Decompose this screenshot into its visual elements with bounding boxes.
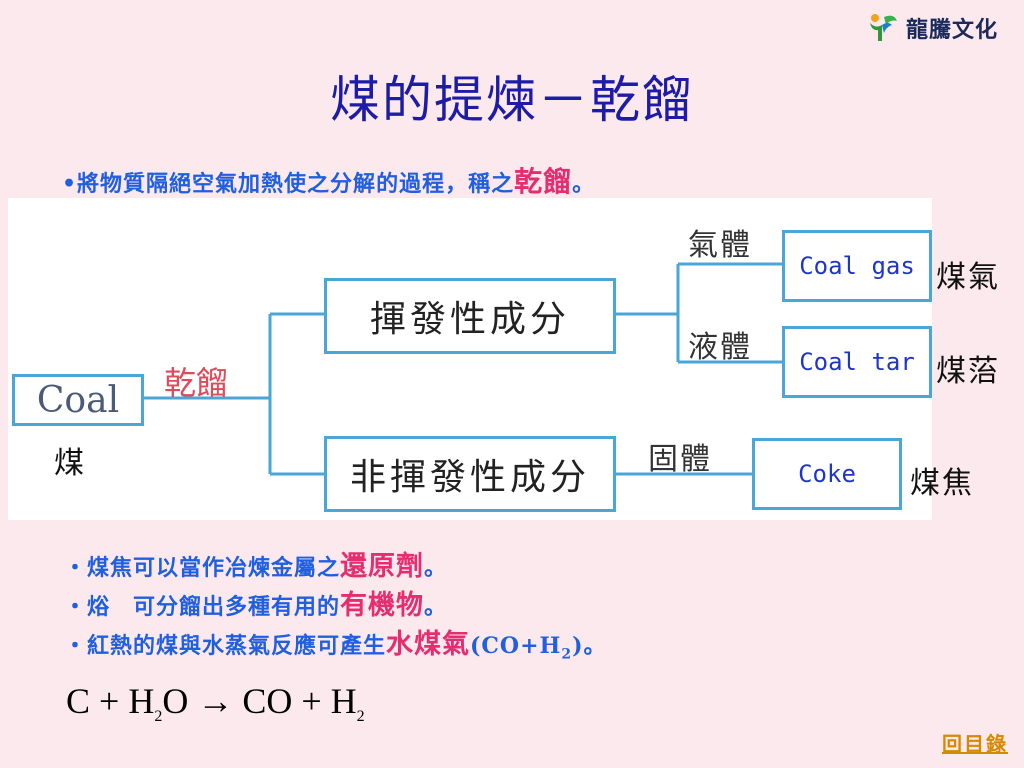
- bullet-item: ・紅熱的煤與水蒸氣反應可產生水煤氣(CO+H2)。: [64, 626, 607, 673]
- chemical-equation: C + H2O → CO + H2: [66, 680, 365, 726]
- bullet-suffix: 。: [424, 594, 448, 620]
- bullet-subscript: 2: [561, 646, 573, 663]
- coke-box: Coke: [752, 438, 902, 510]
- intro-line: •將物質隔絕空氣加熱使之分解的過程，稱之乾餾。: [62, 160, 595, 200]
- coal-gas-zh: 煤氣: [936, 260, 1000, 295]
- bullet-list: ・煤焦可以當作冶煉金屬之還原劑。 ・焀 可分餾出多種有用的有機物。 ・紅熱的煤與…: [64, 548, 607, 673]
- coal-box: Coal: [12, 374, 144, 426]
- leaf-figure-logo-icon: [870, 14, 897, 41]
- coal-tar-zh: 煤菭: [936, 354, 1000, 389]
- eq-carbon: C: [66, 681, 91, 721]
- intro-prefix: •將物質隔絕空氣加熱使之分解的過程，稱之: [62, 171, 515, 197]
- bullet-highlight: 還原劑: [340, 551, 425, 582]
- slide-title: 煤的提煉－乾餾: [330, 71, 694, 129]
- eq-hydrogen: H: [330, 681, 357, 721]
- coke-label: Coke: [798, 460, 856, 488]
- back-to-contents-link[interactable]: 回目錄: [942, 732, 1008, 756]
- coal-label: Coal: [36, 379, 120, 421]
- eq-arrow-icon: →: [197, 681, 234, 721]
- nonvolatile-label: 非揮發性成分: [349, 457, 590, 498]
- eq-plus: +: [301, 681, 322, 721]
- brand-name: 龍騰文化: [906, 18, 999, 43]
- eq-plus: +: [99, 681, 120, 721]
- coal-gas-label: Coal gas: [799, 252, 915, 280]
- nonvolatile-box: 非揮發性成分: [324, 436, 616, 512]
- eq-subscript: 2: [154, 708, 163, 726]
- eq-subscript: 2: [356, 708, 365, 726]
- coke-zh: 煤焦: [910, 466, 974, 501]
- coal-gas-box: Coal gas: [782, 230, 932, 302]
- volatile-box: 揮發性成分: [324, 278, 616, 354]
- coal-zh-label: 煤: [54, 446, 86, 481]
- brand-logo: 龍騰文化: [866, 8, 1016, 48]
- eq-hydrogen: H: [128, 681, 155, 721]
- eq-oxygen: O: [162, 681, 189, 721]
- bullet-suffix: (CO+H: [470, 633, 562, 659]
- solid-label: 固體: [648, 442, 712, 477]
- connector-lines: [144, 262, 782, 476]
- bullet-text: ・煤焦可以當作冶煉金屬之: [64, 555, 341, 581]
- eq-carbon-monoxide: CO: [242, 681, 293, 721]
- bullet-text: ・紅熱的煤與水蒸氣反應可產生: [64, 633, 387, 659]
- liquid-label: 液體: [688, 330, 752, 365]
- bullet-item: ・焀 可分餾出多種有用的有機物。: [64, 587, 607, 626]
- distillation-diagram: Coal 煤 乾餾 揮發性成分 非揮發性成分 氣體 液體 固體 Coal gas…: [8, 198, 932, 520]
- bullet-suffix: 。: [424, 555, 448, 581]
- coal-tar-box: Coal tar: [782, 326, 932, 398]
- bullet-highlight: 有機物: [340, 590, 425, 621]
- bullet-text: ・焀 可分餾出多種有用的: [64, 594, 341, 620]
- volatile-label: 揮發性成分: [369, 299, 570, 340]
- bullet-suffix-end: )。: [572, 633, 607, 659]
- bullet-highlight: 水煤氣: [386, 629, 471, 660]
- coal-tar-label: Coal tar: [799, 348, 915, 376]
- process-label: 乾餾: [164, 364, 229, 402]
- bullet-item: ・煤焦可以當作冶煉金屬之還原劑。: [64, 548, 607, 587]
- intro-suffix: 。: [572, 171, 596, 197]
- gas-label: 氣體: [688, 228, 752, 263]
- intro-highlight: 乾餾: [514, 165, 573, 198]
